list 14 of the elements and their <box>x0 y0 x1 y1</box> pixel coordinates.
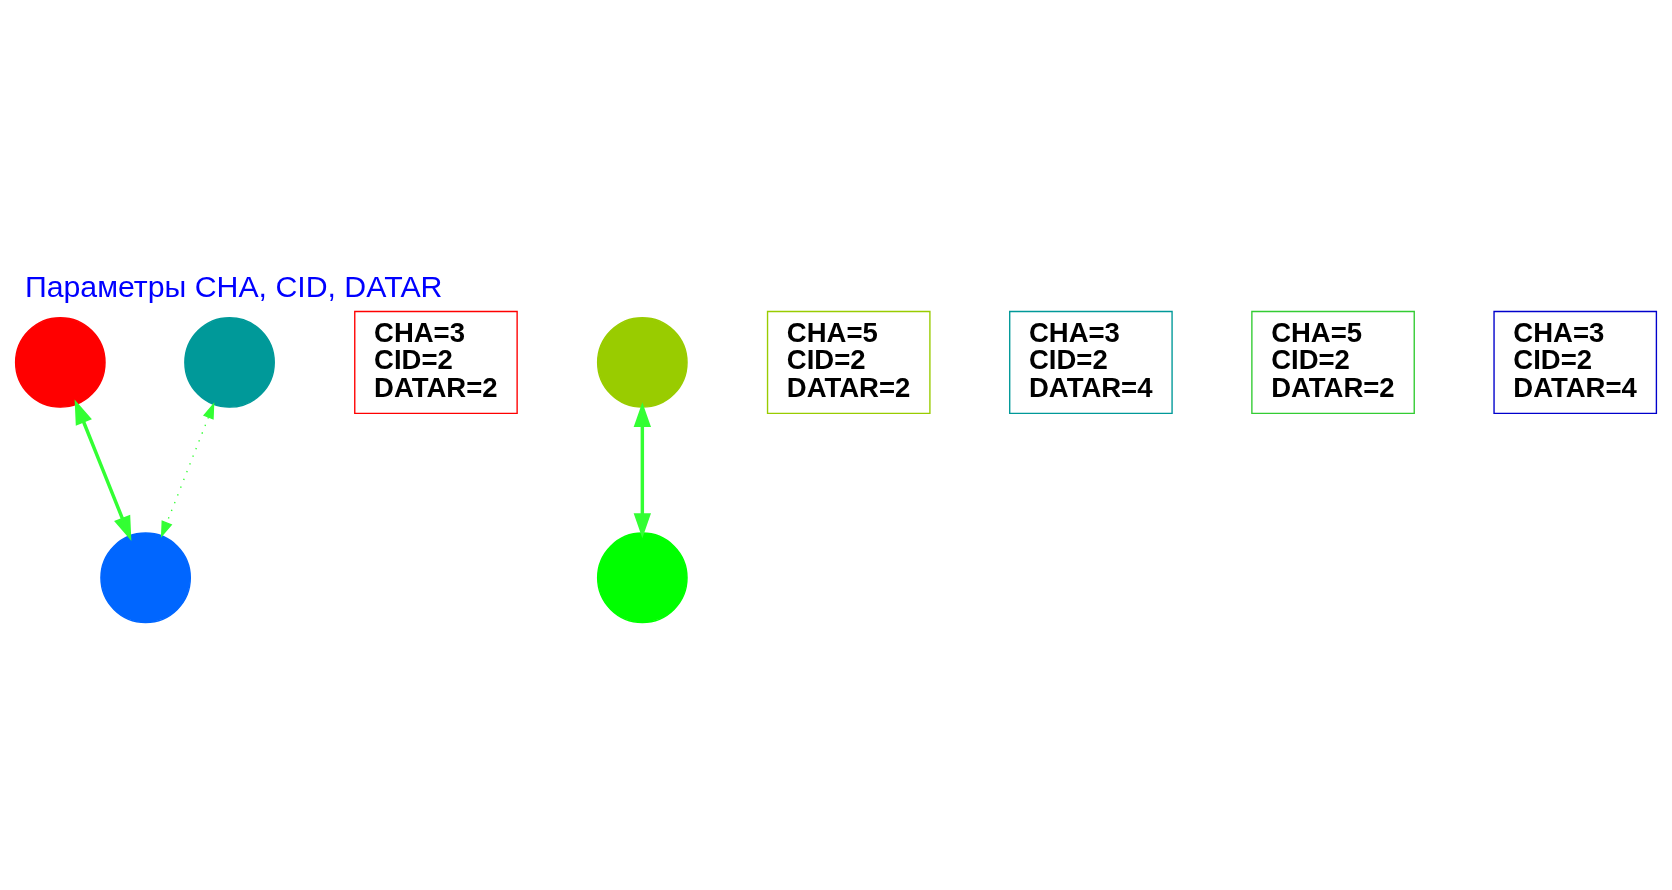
arrow <box>74 399 132 541</box>
node-box: CHA=5 CID=2 DATAR=2 <box>766 310 931 415</box>
node-circle <box>14 317 106 408</box>
diagram-title: Параметры CHA, CID, DATAR <box>24 270 443 304</box>
node-box: CHA=3 CID=2 DATAR=4 <box>1493 310 1658 415</box>
node-circle <box>184 317 275 408</box>
node-circle <box>596 532 688 624</box>
node-box: CHA=3 CID=2 DATAR=4 <box>1009 310 1173 415</box>
node-circle <box>100 532 192 624</box>
arrow <box>633 402 652 539</box>
node-box: CHA=5 CID=2 DATAR=2 <box>1251 310 1415 415</box>
node-box: CHA=3 CID=2 DATAR=2 <box>354 310 518 415</box>
arrow <box>160 402 215 538</box>
node-circle <box>596 317 688 408</box>
